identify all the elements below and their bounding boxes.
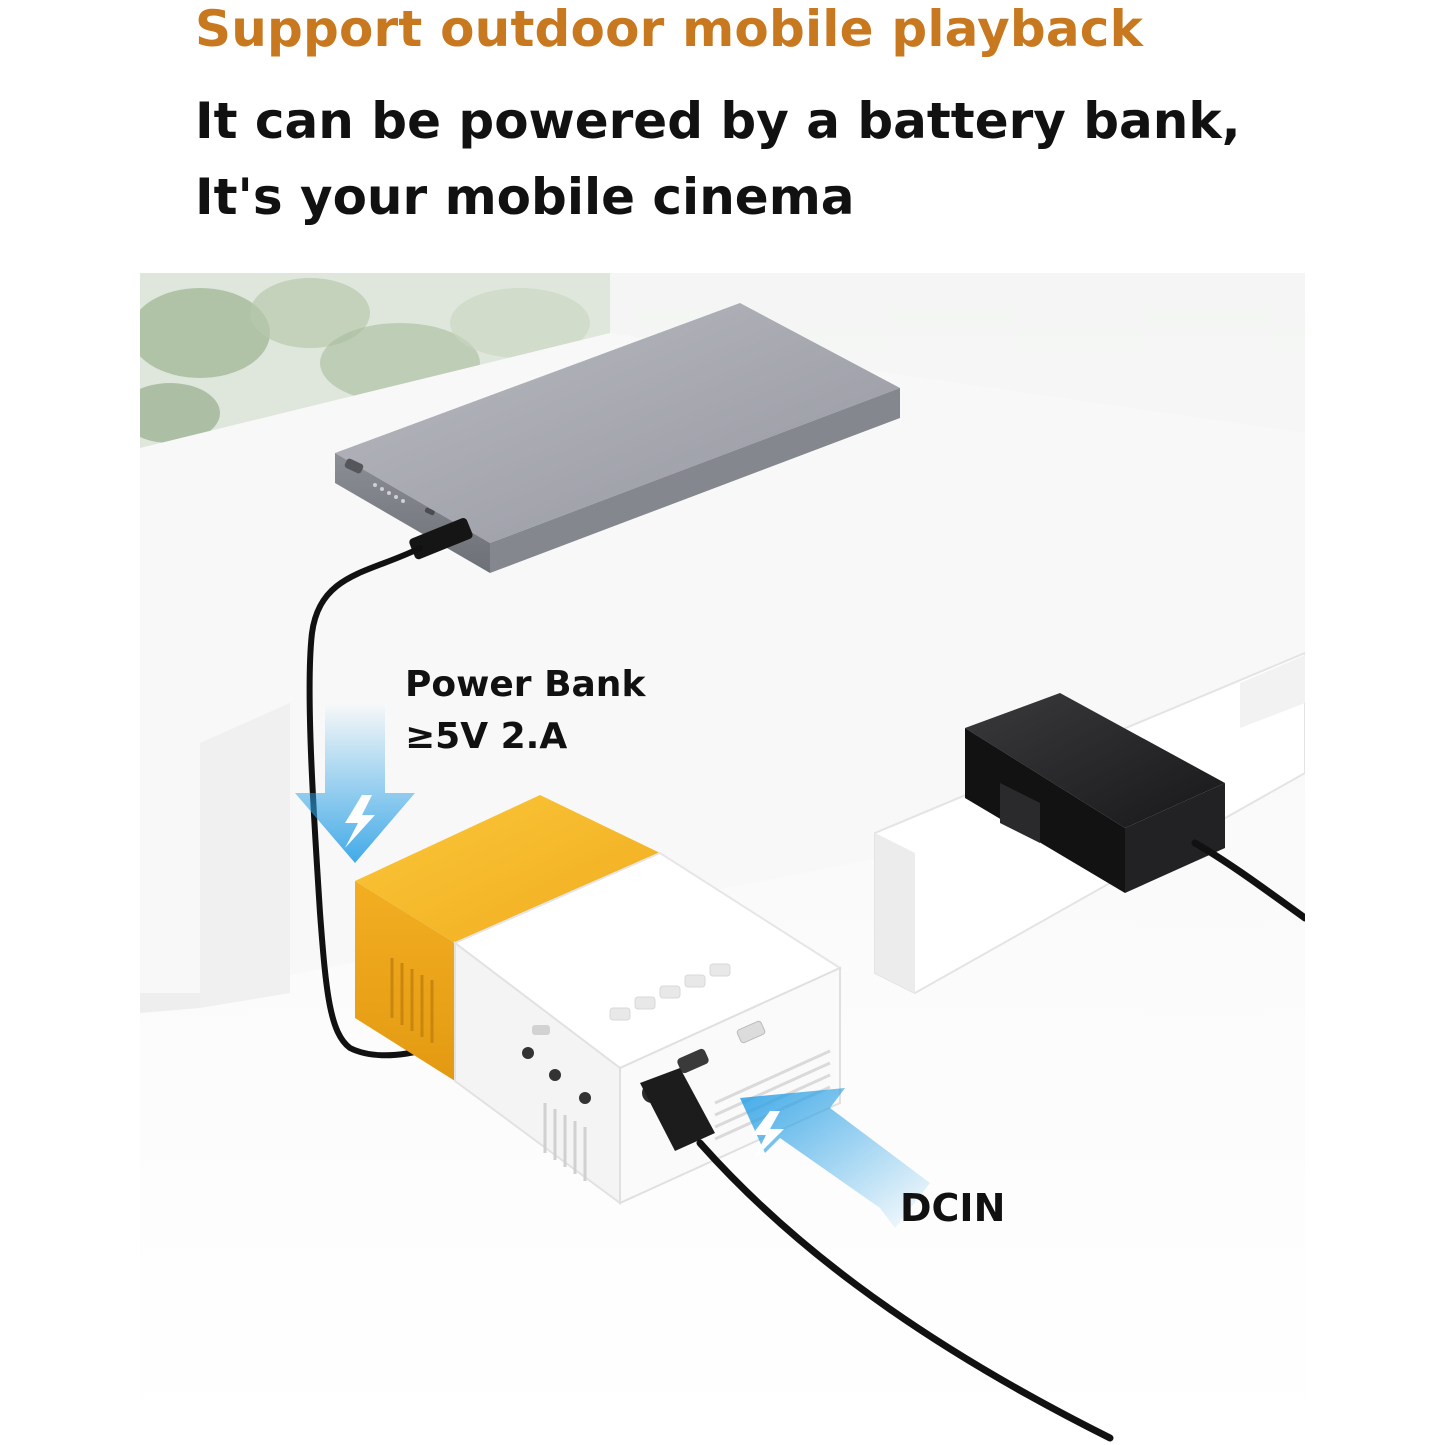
dcin-label: DCIN [900,1186,1006,1230]
subline-2: It's your mobile cinema [195,168,855,226]
dcin-arrow-icon [740,1088,930,1228]
product-photo [140,273,1305,1445]
mini-projector [355,795,843,1205]
power-adapter [965,693,1225,893]
power-arrow-icon [295,703,415,863]
power-bank-label: Power Bank [405,664,646,705]
power-bank-spec: ≥5V 2.A [405,716,568,757]
headline: Support outdoor mobile playback [195,0,1144,58]
subline-1: It can be powered by a battery bank, [195,92,1241,150]
